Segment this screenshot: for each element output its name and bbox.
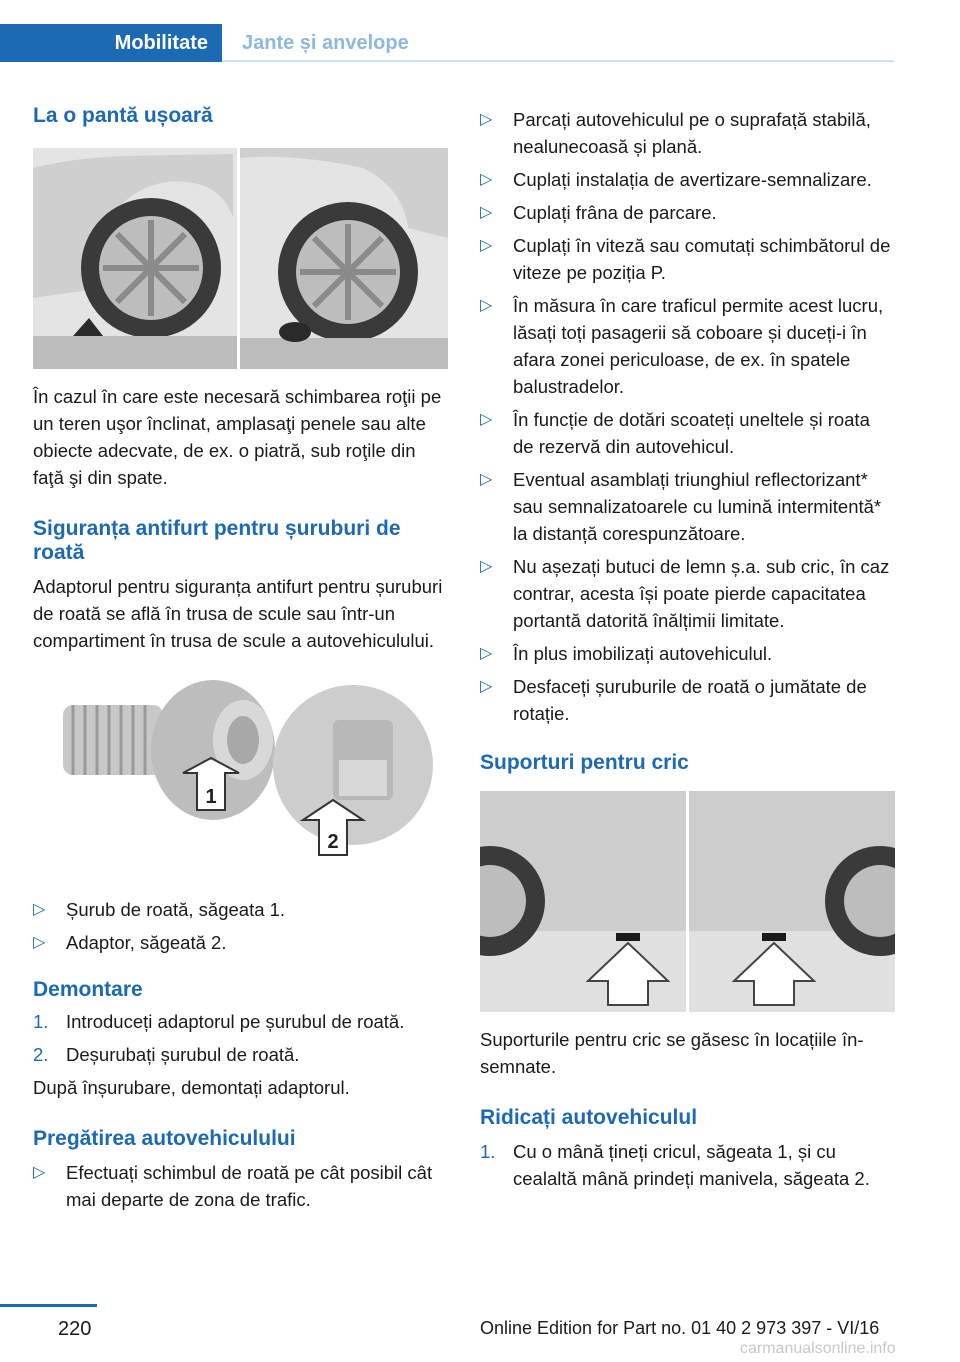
bullet-triangle-icon: ▷: [480, 204, 493, 221]
lug-bolt-adapter-figure: 1 2: [33, 670, 448, 880]
bolt-figure-legend: ▷Șurub de roată, săgeata 1. ▷Adaptor, să…: [33, 896, 448, 956]
list-item: ▷Efectuați schimbul de roată pe cât posi…: [33, 1159, 448, 1213]
slope-heading: La o pantă ușoară: [33, 104, 213, 127]
header-divider: [222, 60, 894, 62]
bullet-triangle-icon: ▷: [480, 171, 493, 188]
page-header: Mobilitate Jante și anvelope: [0, 24, 894, 62]
list-item: ▷Cuplați în viteză sau comutați schimbăt…: [480, 232, 895, 286]
list-item: 1.Introduceți adaptorul pe șurubul de ro…: [33, 1011, 405, 1032]
list-item: ▷Parcați autovehiculul pe o suprafață st…: [480, 106, 895, 160]
arrow-1-icon: 1: [182, 756, 240, 811]
list-item: ▷Nu așezați butuci de lemn ș.a. sub cric…: [480, 553, 895, 634]
watermark: carmanualsonline.info: [740, 1340, 896, 1357]
bullet-triangle-icon: ▷: [480, 678, 493, 695]
list-item: ▷Cuplați frâna de parcare.: [480, 199, 895, 226]
wheel-bolt-icon: [63, 680, 275, 820]
antitheft-heading: Siguranța antifurt pentru șuruburi de ro…: [33, 517, 401, 564]
wheel-chocks-figure: [33, 148, 448, 369]
chapter-tab: Mobilitate: [0, 24, 222, 62]
left-column: La o pantă ușoară În cazul în care: [33, 100, 448, 1219]
bullet-triangle-icon: ▷: [33, 934, 46, 951]
list-item: ▷Cuplați instalația de avertizare-semnal…: [480, 166, 895, 193]
list-item: ▷Desfaceți șuruburile de roată o jumătat…: [480, 673, 895, 727]
lift-steps: 1.Cu o mână țineți cricul, săgeata 1, și…: [480, 1138, 895, 1192]
list-item: 1.Cu o mână țineți cricul, săgeata 1, și…: [480, 1141, 870, 1189]
arrow-1-label: 1: [205, 786, 216, 808]
list-item: 2.Deșurubați șurubul de roată.: [33, 1044, 300, 1065]
bullet-triangle-icon: ▷: [480, 237, 493, 254]
adapter-icon: [273, 685, 433, 845]
section-tab: Jante și anvelope: [242, 32, 409, 54]
arrow-2-label: 2: [327, 831, 338, 853]
jack-points-figure: [480, 791, 895, 1012]
list-item: ▷În funcție de dotări scoateți uneltele …: [480, 406, 895, 460]
list-item: ▷Eventual asamblați triunghiul reflector…: [480, 466, 895, 547]
page-number: 220: [58, 1318, 92, 1340]
bullet-triangle-icon: ▷: [480, 411, 493, 428]
right-column: ▷Parcați autovehiculul pe o suprafață st…: [480, 106, 895, 1198]
removal-heading: Demontare: [33, 978, 143, 1001]
slope-text: În cazul în care este necesară schimbare…: [33, 386, 442, 488]
bullet-triangle-icon: ▷: [480, 558, 493, 575]
antitheft-text: Adaptorul pentru siguranța antifurt pent…: [33, 576, 443, 651]
footer-divider: [0, 1304, 97, 1307]
bullet-triangle-icon: ▷: [33, 1164, 46, 1181]
arrow-2-icon: 2: [299, 798, 367, 856]
bullet-triangle-icon: ▷: [480, 645, 493, 662]
edition-info: Online Edition for Part no. 01 40 2 973 …: [480, 1318, 880, 1338]
removal-after-text: După înșurubare, demontați adaptorul.: [33, 1077, 350, 1098]
jack-points-heading: Suporturi pentru cric: [480, 751, 689, 774]
bullet-triangle-icon: ▷: [33, 901, 46, 918]
bullet-triangle-icon: ▷: [480, 297, 493, 314]
prep-list-continued: ▷Parcați autovehiculul pe o suprafață st…: [480, 106, 895, 727]
list-item: ▷În plus imobilizați autovehiculul.: [480, 640, 895, 667]
bullet-triangle-icon: ▷: [480, 471, 493, 488]
list-item: ▷Adaptor, săgeată 2.: [33, 929, 448, 956]
prep-list-start: ▷Efectuați schimbul de roată pe cât posi…: [33, 1159, 448, 1213]
prep-heading: Pregătirea autovehiculului: [33, 1127, 296, 1150]
bullet-triangle-icon: ▷: [480, 111, 493, 128]
list-item: ▷Șurub de roată, săgeata 1.: [33, 896, 448, 923]
list-item: ▷În măsura în care traficul permite aces…: [480, 292, 895, 400]
lift-heading: Ridicați autovehiculul: [480, 1106, 698, 1129]
removal-steps: 1.Introduceți adaptorul pe șurubul de ro…: [33, 1008, 448, 1068]
jack-points-text: Suporturile pentru cric se găsesc în loc…: [480, 1029, 864, 1077]
